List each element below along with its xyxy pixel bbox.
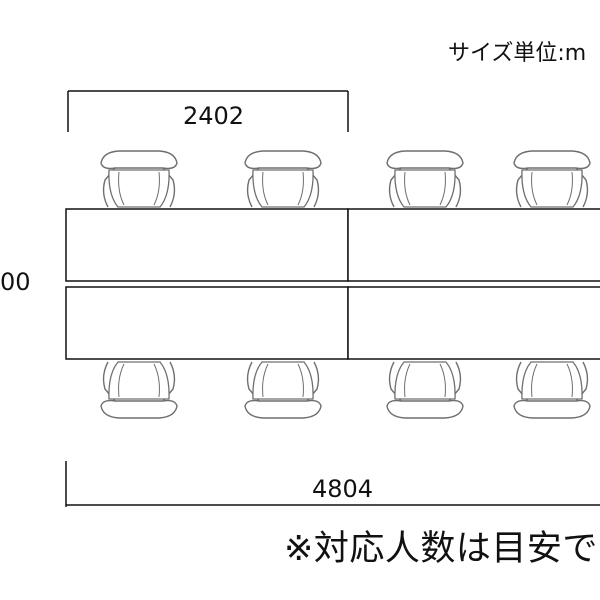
top-width-dimension: 2402 bbox=[183, 102, 245, 130]
table-bottom-left bbox=[65, 286, 349, 360]
capacity-note: ※対応人数は目安で bbox=[284, 529, 598, 569]
table-bottom-right bbox=[347, 286, 600, 360]
chair-top-3 bbox=[386, 150, 464, 208]
chair-bottom-3 bbox=[386, 361, 464, 419]
chair-top-2 bbox=[244, 150, 322, 208]
chairs-bottom-row bbox=[100, 361, 591, 419]
left-height-dimension: 00 bbox=[0, 268, 31, 296]
total-width-dimension: 4804 bbox=[312, 475, 374, 503]
chair-bottom-4 bbox=[513, 361, 591, 419]
tables bbox=[65, 208, 600, 360]
chair-top-4 bbox=[513, 150, 591, 208]
top-dimension-line bbox=[67, 90, 349, 132]
dimension-lines bbox=[65, 90, 600, 507]
table-top-right bbox=[347, 208, 600, 282]
chair-top-1 bbox=[100, 150, 178, 208]
unit-label: サイズ単位:m bbox=[448, 41, 587, 66]
chair-bottom-1 bbox=[100, 361, 178, 419]
chairs-top-row bbox=[100, 150, 591, 208]
chair-bottom-2 bbox=[244, 361, 322, 419]
bottom-dimension-line bbox=[65, 461, 600, 507]
table-top-left bbox=[65, 208, 349, 282]
